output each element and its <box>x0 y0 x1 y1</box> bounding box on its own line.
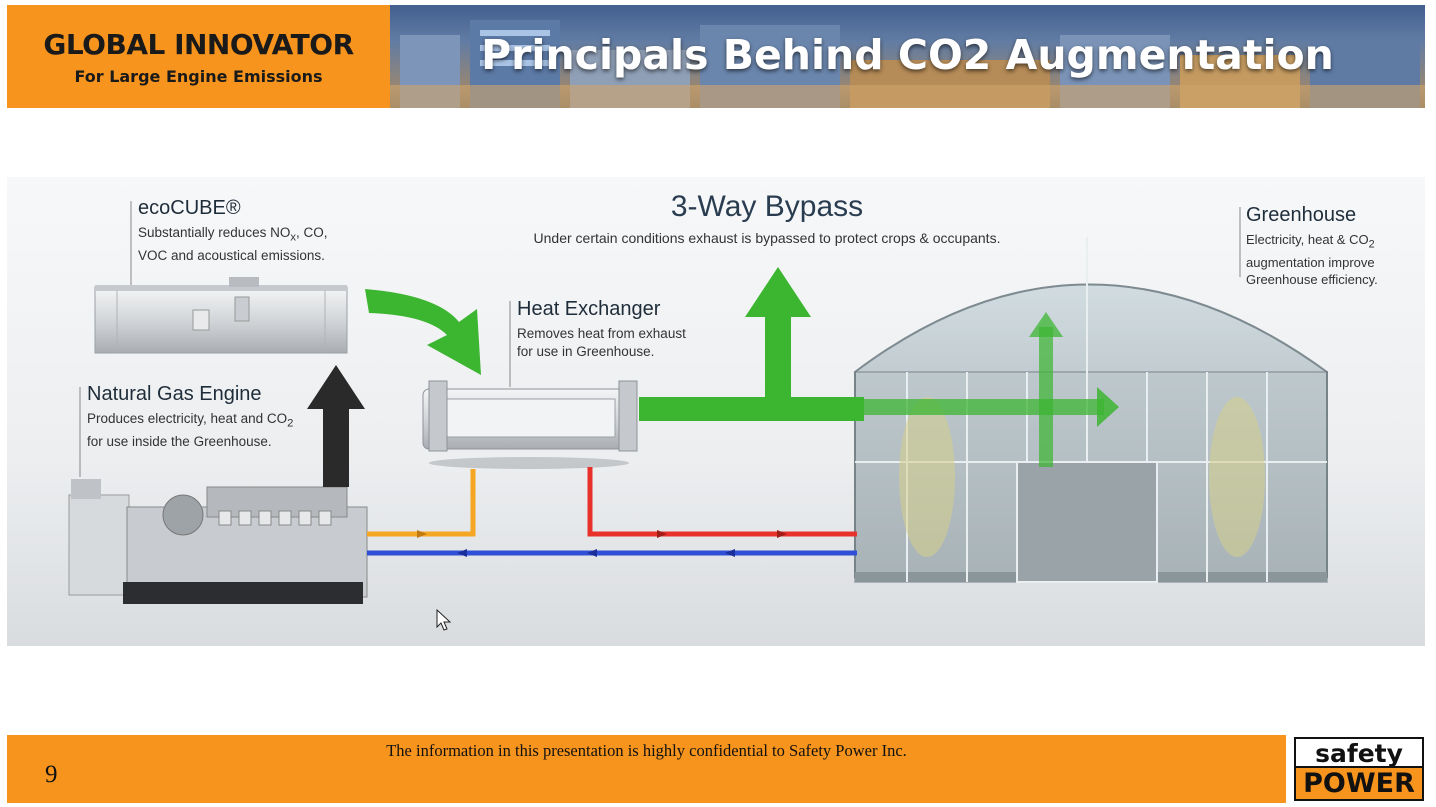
mouse-cursor-icon <box>436 609 452 631</box>
heat-exchanger-title: Heat Exchanger <box>517 298 661 320</box>
heat-exchanger-line1: Removes heat from exhaust <box>517 326 686 341</box>
engine-line2: for use inside the Greenhouse. <box>87 433 272 449</box>
slide-title: Principals Behind CO2 Augmentation <box>481 31 1334 79</box>
brand-block: GLOBAL INNOVATOR For Large Engine Emissi… <box>7 5 390 108</box>
greenhouse-line2: augmentation improve <box>1246 254 1375 270</box>
confidential-notice: The information in this presentation is … <box>386 741 907 760</box>
ecocube-label: ecoCUBE® Substantially reduces NOx, CO, … <box>138 197 327 265</box>
heat-exchanger-line2: for use in Greenhouse. <box>517 344 655 359</box>
heat-exchanger-label: Heat Exchanger Removes heat from exhaust… <box>517 298 686 361</box>
engine-line1-sub: 2 <box>287 417 294 430</box>
engine-title: Natural Gas Engine <box>87 383 262 405</box>
ecocube-line1-suffix: , CO, <box>295 225 328 240</box>
engine-line1: Produces electricity, heat and CO <box>87 411 288 426</box>
greenhouse-line1-sub: 2 <box>1368 238 1375 251</box>
heat-exchanger-unit <box>422 380 638 469</box>
brand-title: GLOBAL INNOVATOR <box>43 27 354 61</box>
heat-exchanger-description: Removes heat from exhaust for use in Gre… <box>517 325 686 361</box>
safety-power-logo: safety POWER <box>1294 737 1424 801</box>
footer-bar: 9 The information in this presentation i… <box>7 735 1286 803</box>
ecocube-line1: Substantially reduces NO <box>138 225 291 240</box>
brand-subtitle: For Large Engine Emissions <box>74 66 323 86</box>
engine-description: Produces electricity, heat and CO2 for u… <box>87 410 293 451</box>
exhaust-flow-arrows <box>365 267 1119 467</box>
engine-label: Natural Gas Engine Produces electricity,… <box>87 383 293 451</box>
ecocube-unit <box>94 277 348 354</box>
logo-bottom-text: POWER <box>1296 766 1422 799</box>
ecocube-line1-sub: x <box>290 231 296 244</box>
logo-top-text: safety <box>1315 739 1403 768</box>
greenhouse-description: Electricity, heat & CO2 augmentation imp… <box>1246 231 1378 288</box>
greenhouse-line3: Greenhouse efficiency. <box>1246 271 1378 287</box>
greenhouse-label: Greenhouse Electricity, heat & CO2 augme… <box>1246 204 1378 288</box>
ecocube-description: Substantially reduces NOx, CO, VOC and a… <box>138 224 327 265</box>
bypass-description: Under certain conditions exhaust is bypa… <box>533 230 1001 246</box>
ecocube-title: ecoCUBE® <box>138 197 241 219</box>
pipes <box>367 467 857 557</box>
greenhouse-line1: Electricity, heat & CO <box>1246 232 1369 247</box>
greenhouse-title: Greenhouse <box>1246 204 1357 226</box>
co2-augmentation-diagram: 3-Way Bypass Under certain conditions ex… <box>7 177 1425 646</box>
engine-exhaust-arrow <box>307 365 365 487</box>
city-skyline-image <box>390 5 1425 108</box>
ecocube-line2: VOC and acoustical emissions. <box>138 247 325 263</box>
natural-gas-engine-unit <box>68 479 368 604</box>
title-banner: Principals Behind CO2 Augmentation <box>390 5 1425 108</box>
diagram-artwork <box>68 201 1328 604</box>
page-number: 9 <box>45 761 58 788</box>
bypass-title: 3-Way Bypass <box>670 190 864 223</box>
